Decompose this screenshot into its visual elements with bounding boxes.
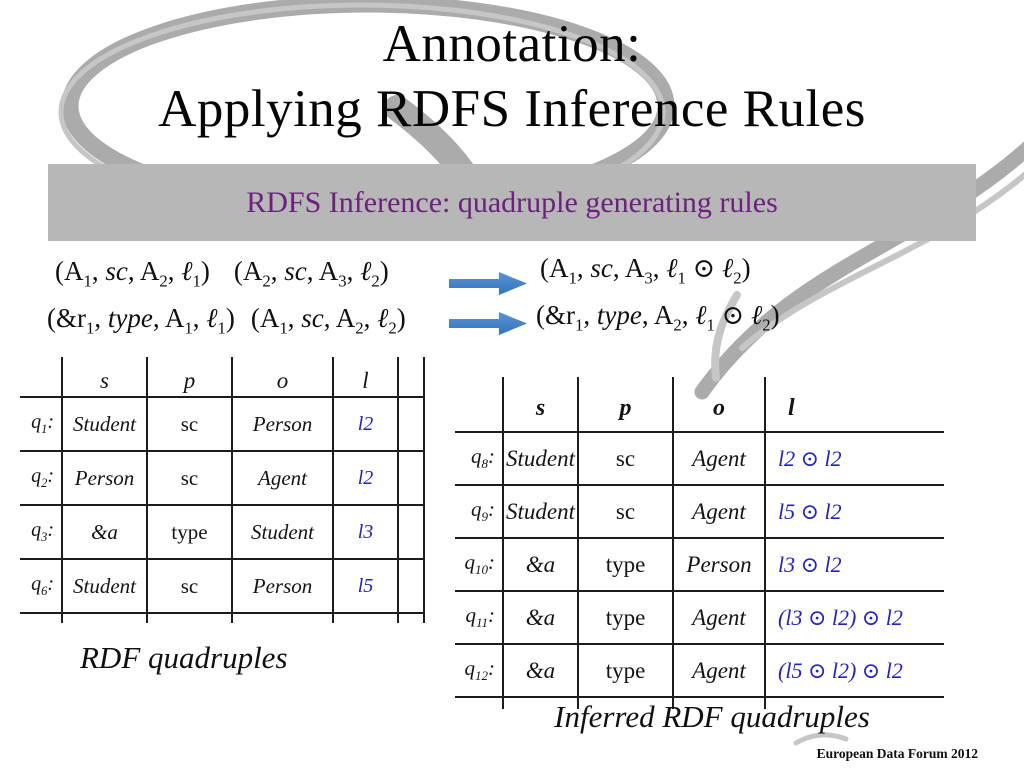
cell-o: Agent <box>673 644 766 698</box>
rule1-premises: (A1, sc, A2, ℓ1) (A2, sc, A3, ℓ2) <box>55 256 389 291</box>
cell-s: &a <box>503 538 579 592</box>
rule2-conclusion: (&r1, type, A2, ℓ1 ⊙ ℓ2) <box>536 300 780 335</box>
cell-l: (l5 ⊙ l2) ⊙ l2 <box>765 644 944 698</box>
table-row: q9: Student sc Agent l5 ⊙ l2 <box>455 485 944 539</box>
cell-o: Agent <box>673 485 766 539</box>
col-header-p: p <box>578 385 674 433</box>
cell-p: type <box>578 644 674 698</box>
cell-s: Student <box>62 559 148 614</box>
row-label: q3: <box>20 505 63 560</box>
row-label: q9: <box>455 485 504 539</box>
cell-o: Agent <box>673 432 766 486</box>
cell-p: sc <box>147 397 233 452</box>
row-label: q6: <box>20 559 63 614</box>
rule2-premise1: (&r1, type, A1, ℓ1) <box>47 303 235 338</box>
table-spacer-row <box>455 697 944 709</box>
rule2-premise2: (A1, sc, A2, ℓ2) <box>250 303 406 338</box>
cell-s: &a <box>62 505 148 560</box>
rule1-conclusion: (A1, sc, A3, ℓ1 ⊙ ℓ2) <box>540 253 751 288</box>
col-header-s: s <box>503 385 579 433</box>
table-row: q6: Student sc Person l5 <box>20 559 425 614</box>
table-row: q10: &a type Person l3 ⊙ l2 <box>455 538 944 592</box>
col-header-l: l <box>333 365 399 398</box>
table-row: q2: Person sc Agent l2 <box>20 451 425 506</box>
table-row: q1: Student sc Person l2 <box>20 397 425 452</box>
col-header-p: p <box>147 365 233 398</box>
rdf-quadruples-table: s p o l q1: Student sc Person l2 q2: Per… <box>20 357 425 623</box>
slide-title: Annotation: Applying RDFS Inference Rule… <box>0 12 1024 141</box>
table-row: q8: Student sc Agent l2 ⊙ l2 <box>455 432 944 486</box>
cell-p: type <box>147 505 233 560</box>
rule1-premise2: (A2, sc, A3, ℓ2) <box>233 256 389 291</box>
row-label: q11: <box>455 591 504 645</box>
cell-o: Person <box>232 397 334 452</box>
row-label: q1: <box>20 397 63 452</box>
section-banner-text: RDFS Inference: quadruple generating rul… <box>246 185 778 219</box>
row-label: q2: <box>20 451 63 506</box>
cell-o: Agent <box>673 591 766 645</box>
cell-l: l5 <box>333 559 399 614</box>
cell-o: Agent <box>232 451 334 506</box>
cell-p: sc <box>578 485 674 539</box>
cell-l: l3 <box>333 505 399 560</box>
footer-credit: European Data Forum 2012 <box>816 746 978 761</box>
left-table-caption: RDF quadruples <box>80 640 288 675</box>
table-row: q3: &a type Student l3 <box>20 505 425 560</box>
table-row: q12: &a type Agent (l5 ⊙ l2) ⊙ l2 <box>455 644 944 698</box>
col-header-l: l <box>765 385 944 433</box>
row-label: q8: <box>455 432 504 486</box>
cell-o: Student <box>232 505 334 560</box>
row-label: q12: <box>455 644 504 698</box>
col-header-s: s <box>62 365 148 398</box>
cell-s: Person <box>62 451 148 506</box>
cell-s: &a <box>503 644 579 698</box>
table-spacer-row <box>455 377 944 385</box>
cell-s: Student <box>503 432 579 486</box>
cell-p: type <box>578 591 674 645</box>
cell-p: sc <box>147 451 233 506</box>
cell-l: l5 ⊙ l2 <box>765 485 944 539</box>
cell-l: l2 <box>333 397 399 452</box>
table-spacer-row <box>20 357 425 365</box>
row-label: q10: <box>455 538 504 592</box>
cell-o: Person <box>232 559 334 614</box>
table-header-row: s p o l <box>20 365 425 398</box>
section-banner: RDFS Inference: quadruple generating rul… <box>48 164 976 241</box>
inferred-rdf-quadruples-table: s p o l q8: Student sc Agent l2 ⊙ l2 q9:… <box>455 377 944 709</box>
cell-l: (l3 ⊙ l2) ⊙ l2 <box>765 591 944 645</box>
cell-s: &a <box>503 591 579 645</box>
cell-s: Student <box>62 397 148 452</box>
cell-p: sc <box>578 432 674 486</box>
rule1-premise1: (A1, sc, A2, ℓ1) <box>55 256 210 291</box>
table-header-row: s p o l <box>455 385 944 433</box>
rule2-premises: (&r1, type, A1, ℓ1) (A1, sc, A2, ℓ2) <box>47 303 406 338</box>
table-row: q11: &a type Agent (l3 ⊙ l2) ⊙ l2 <box>455 591 944 645</box>
slide-title-line2: Applying RDFS Inference Rules <box>158 79 866 138</box>
right-table-caption: Inferred RDF quadruples <box>554 699 870 734</box>
cell-o: Person <box>673 538 766 592</box>
cell-p: sc <box>147 559 233 614</box>
cell-l: l2 ⊙ l2 <box>765 432 944 486</box>
inference-arrow-icon <box>449 312 527 335</box>
table-spacer-row <box>20 613 425 623</box>
slide-title-line1: Annotation: <box>382 15 642 73</box>
cell-s: Student <box>503 485 579 539</box>
col-header-o: o <box>232 365 334 398</box>
col-header-o: o <box>673 385 766 433</box>
inference-arrow-icon <box>449 272 527 295</box>
cell-p: type <box>578 538 674 592</box>
cell-l: l2 <box>333 451 399 506</box>
cell-l: l3 ⊙ l2 <box>765 538 944 592</box>
